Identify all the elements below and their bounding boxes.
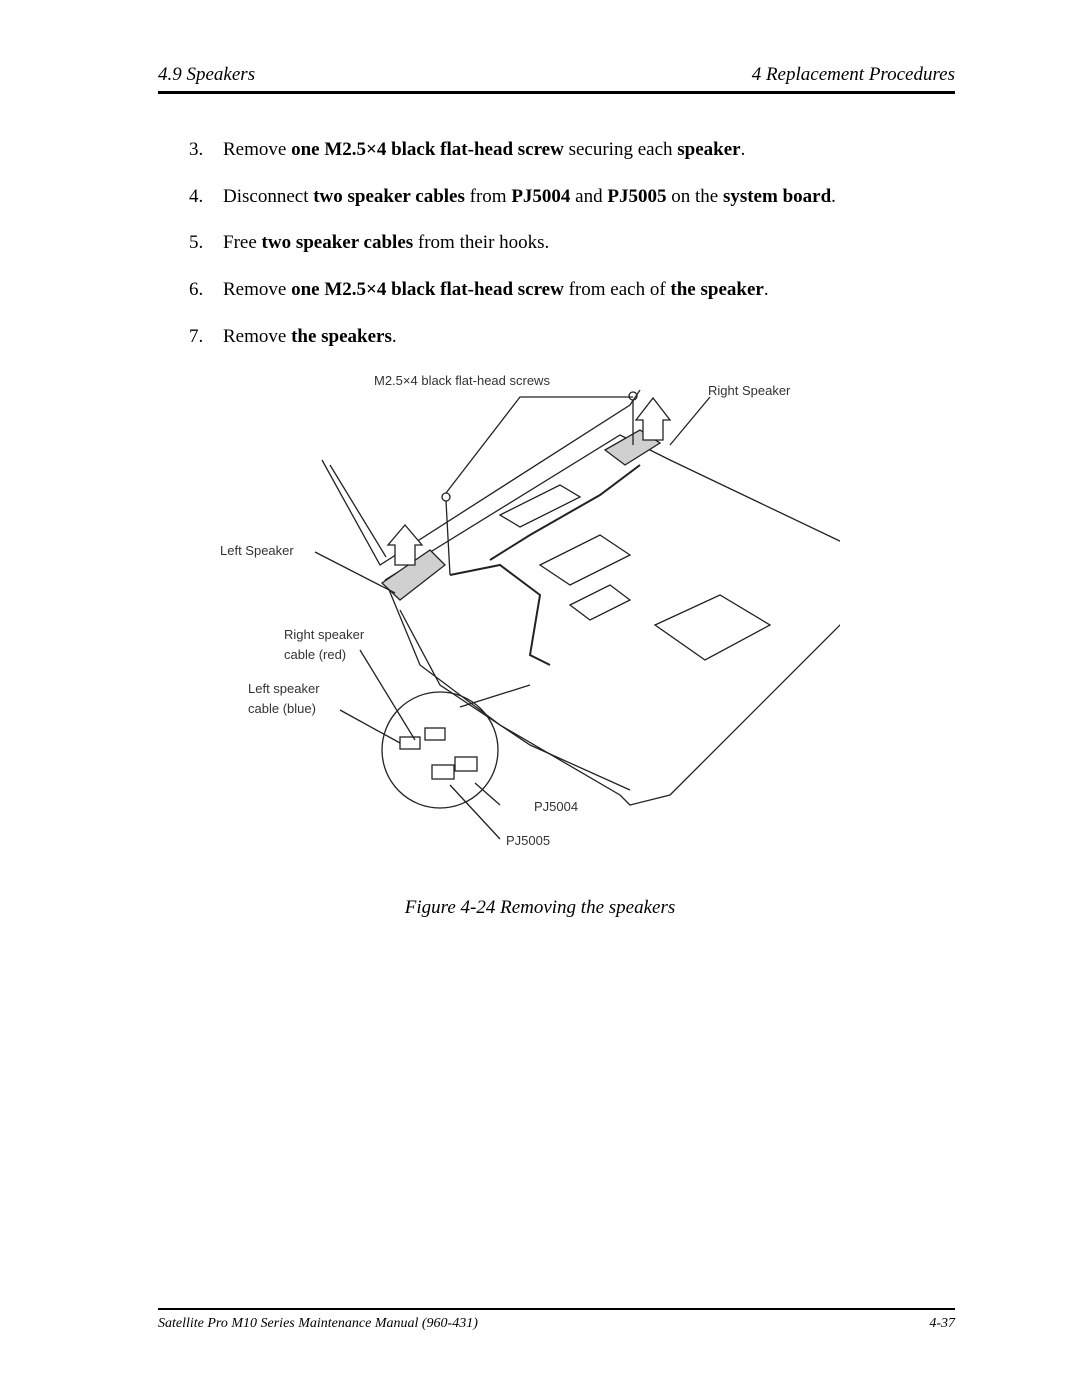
step-number: 7. xyxy=(189,326,204,347)
text-run: Disconnect xyxy=(223,186,314,207)
text-run: Remove xyxy=(223,139,292,160)
text-run: on the xyxy=(666,186,723,207)
bold-text: speaker xyxy=(677,139,741,160)
step-7: 7. Remove the speakers. xyxy=(189,326,397,348)
step-3: 3. Remove one M2.5×4 black flat-head scre… xyxy=(189,139,745,161)
bold-text: the speakers xyxy=(291,326,392,347)
screws-label: M2.5×4 black flat-head screws xyxy=(374,373,550,388)
left-lift-arrow xyxy=(386,523,424,566)
right-speaker-leader xyxy=(669,396,711,446)
text-run: Free xyxy=(223,232,262,253)
step-number: 5. xyxy=(189,232,204,253)
touchpad xyxy=(653,594,772,661)
step-text: Free two speaker cables from their hooks… xyxy=(223,232,549,253)
text-run: Remove xyxy=(223,279,292,300)
text-run: . xyxy=(831,186,836,207)
left-screw xyxy=(441,492,451,502)
left-speaker-leader xyxy=(314,551,396,594)
header-rule xyxy=(158,91,955,94)
pj5005-socket xyxy=(431,764,455,780)
base-back-edge xyxy=(384,434,840,581)
pj5004-label: PJ5004 xyxy=(534,799,578,814)
bold-text: one M2.5×4 black flat-head screw xyxy=(291,279,564,300)
text-run: Remove xyxy=(223,326,292,347)
left-cable-label-line2: cable (blue) xyxy=(248,701,316,716)
section-title: 4.9 Speakers xyxy=(158,64,256,85)
step-number: 3. xyxy=(189,139,204,160)
text-run: . xyxy=(763,279,769,300)
step-5: 5. Free two speaker cables from their hoo… xyxy=(189,232,549,254)
step-text: Remove one M2.5×4 black flat-head screw … xyxy=(223,139,745,160)
bold-text: two speaker cables xyxy=(261,232,414,253)
right-cable-label-line2: cable (red) xyxy=(284,647,346,662)
pj5005-label: PJ5005 xyxy=(506,833,550,848)
right-speaker-label: Right Speaker xyxy=(708,383,791,398)
bold-text: system board xyxy=(722,186,832,207)
right-cable-label-line1: Right speaker xyxy=(284,627,365,642)
chapter-title: 4 Replacement Procedures xyxy=(751,64,955,85)
left-cable-label-line1: Left speaker xyxy=(248,681,320,696)
text-run: and xyxy=(570,186,608,207)
base-front-edge xyxy=(384,579,840,806)
step-6: 6. Remove one M2.5×4 black flat-head scre… xyxy=(189,279,769,301)
step-number: 6. xyxy=(189,279,204,300)
manual-title: Satellite Pro M10 Series Maintenance Man… xyxy=(158,1316,478,1331)
step-text: Remove the speakers. xyxy=(223,326,397,347)
bold-text: PJ5004 xyxy=(511,186,571,207)
left-speaker-label: Left Speaker xyxy=(220,543,294,558)
connector-red xyxy=(424,727,446,741)
footer-rule xyxy=(158,1308,955,1310)
bold-text: one M2.5×4 black flat-head screw xyxy=(291,139,564,160)
figure-caption: Figure 4-24 Removing the speakers xyxy=(404,897,676,918)
speaker-removal-diagram: M2.5×4 black flat-head screws Right Spea… xyxy=(220,373,840,848)
connector-blue xyxy=(399,736,421,750)
step-text: Remove one M2.5×4 black flat-head screw … xyxy=(223,279,769,300)
bold-text: PJ5005 xyxy=(607,186,667,207)
text-run: securing each xyxy=(563,139,678,160)
text-run: . xyxy=(740,139,746,160)
bold-text: the speaker xyxy=(670,279,764,300)
text-run: from xyxy=(464,186,512,207)
text-run: . xyxy=(391,326,397,347)
text-run: from each of xyxy=(563,279,671,300)
lid-outline xyxy=(321,389,641,566)
bold-text: two speaker cables xyxy=(313,186,465,207)
pj5004-socket xyxy=(454,756,478,772)
page-number: 4-37 xyxy=(929,1316,955,1331)
connector-detail-circle xyxy=(381,691,499,809)
screw-leader xyxy=(445,396,633,494)
page-header: 4.9 Speakers 4 Replacement Procedures xyxy=(158,64,955,92)
step-4: 4. Disconnect two speaker cables from PJ5… xyxy=(189,186,836,208)
text-run: from their hooks. xyxy=(413,232,550,253)
step-text: Disconnect two speaker cables from PJ500… xyxy=(223,186,836,207)
right-lift-arrow xyxy=(634,396,672,441)
step-number: 4. xyxy=(189,186,204,207)
